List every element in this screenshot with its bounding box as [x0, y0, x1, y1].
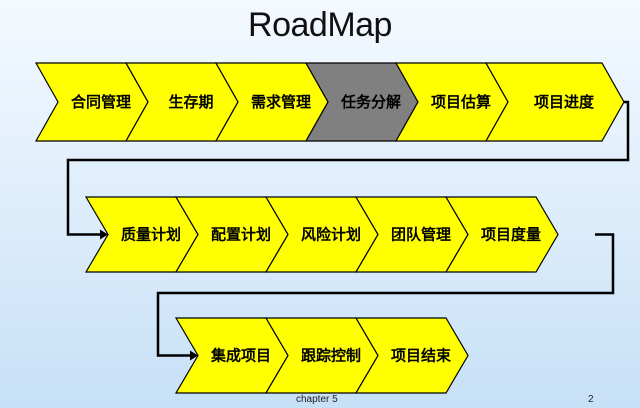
- chevron-label: 集成项目: [210, 347, 271, 365]
- chevron-label: 项目估算: [431, 93, 491, 111]
- chevron-label: 风险计划: [301, 226, 361, 244]
- connector-row1-to-row2: [66, 100, 630, 236]
- chevron-label: 任务分解: [340, 93, 401, 111]
- footer-chapter: chapter 5: [296, 394, 338, 405]
- connector-arrowhead: [190, 350, 198, 361]
- chevron-label: 项目度量: [481, 226, 541, 244]
- chevron-label: 跟踪控制: [301, 347, 361, 365]
- chevron-step: [354, 317, 469, 394]
- chevron-row-1: 合同管理 生存期 需求管理 任务分解 项目估算 项目进度: [34, 62, 625, 142]
- chevron-label: 团队管理: [391, 226, 451, 244]
- footer-page-number: 2: [588, 394, 594, 405]
- chevron-label: 项目结束: [391, 347, 452, 365]
- chevron-step: [444, 196, 559, 273]
- chevron-label: 配置计划: [211, 226, 271, 244]
- chevron-label: 合同管理: [70, 93, 131, 111]
- chevron-row-2: 质量计划 配置计划 风险计划 团队管理 项目度量: [84, 196, 559, 273]
- connector-row2-to-row3: [156, 233, 615, 357]
- chevron-row-3: 集成项目 跟踪控制 项目结束: [174, 317, 469, 394]
- chevron-label: 项目进度: [534, 93, 595, 111]
- chevron-step: [484, 62, 625, 142]
- page-title: RoadMap: [248, 6, 392, 44]
- chevron-label: 生存期: [168, 93, 213, 111]
- connectors: [66, 100, 630, 361]
- chevron-rows: 合同管理生存期需求管理任务分解项目估算项目进度质量计划配置计划风险计划团队管理项…: [34, 62, 625, 394]
- chevron-label: 需求管理: [251, 93, 311, 111]
- connector-arrowhead: [100, 229, 108, 240]
- chevron-label: 质量计划: [121, 226, 181, 244]
